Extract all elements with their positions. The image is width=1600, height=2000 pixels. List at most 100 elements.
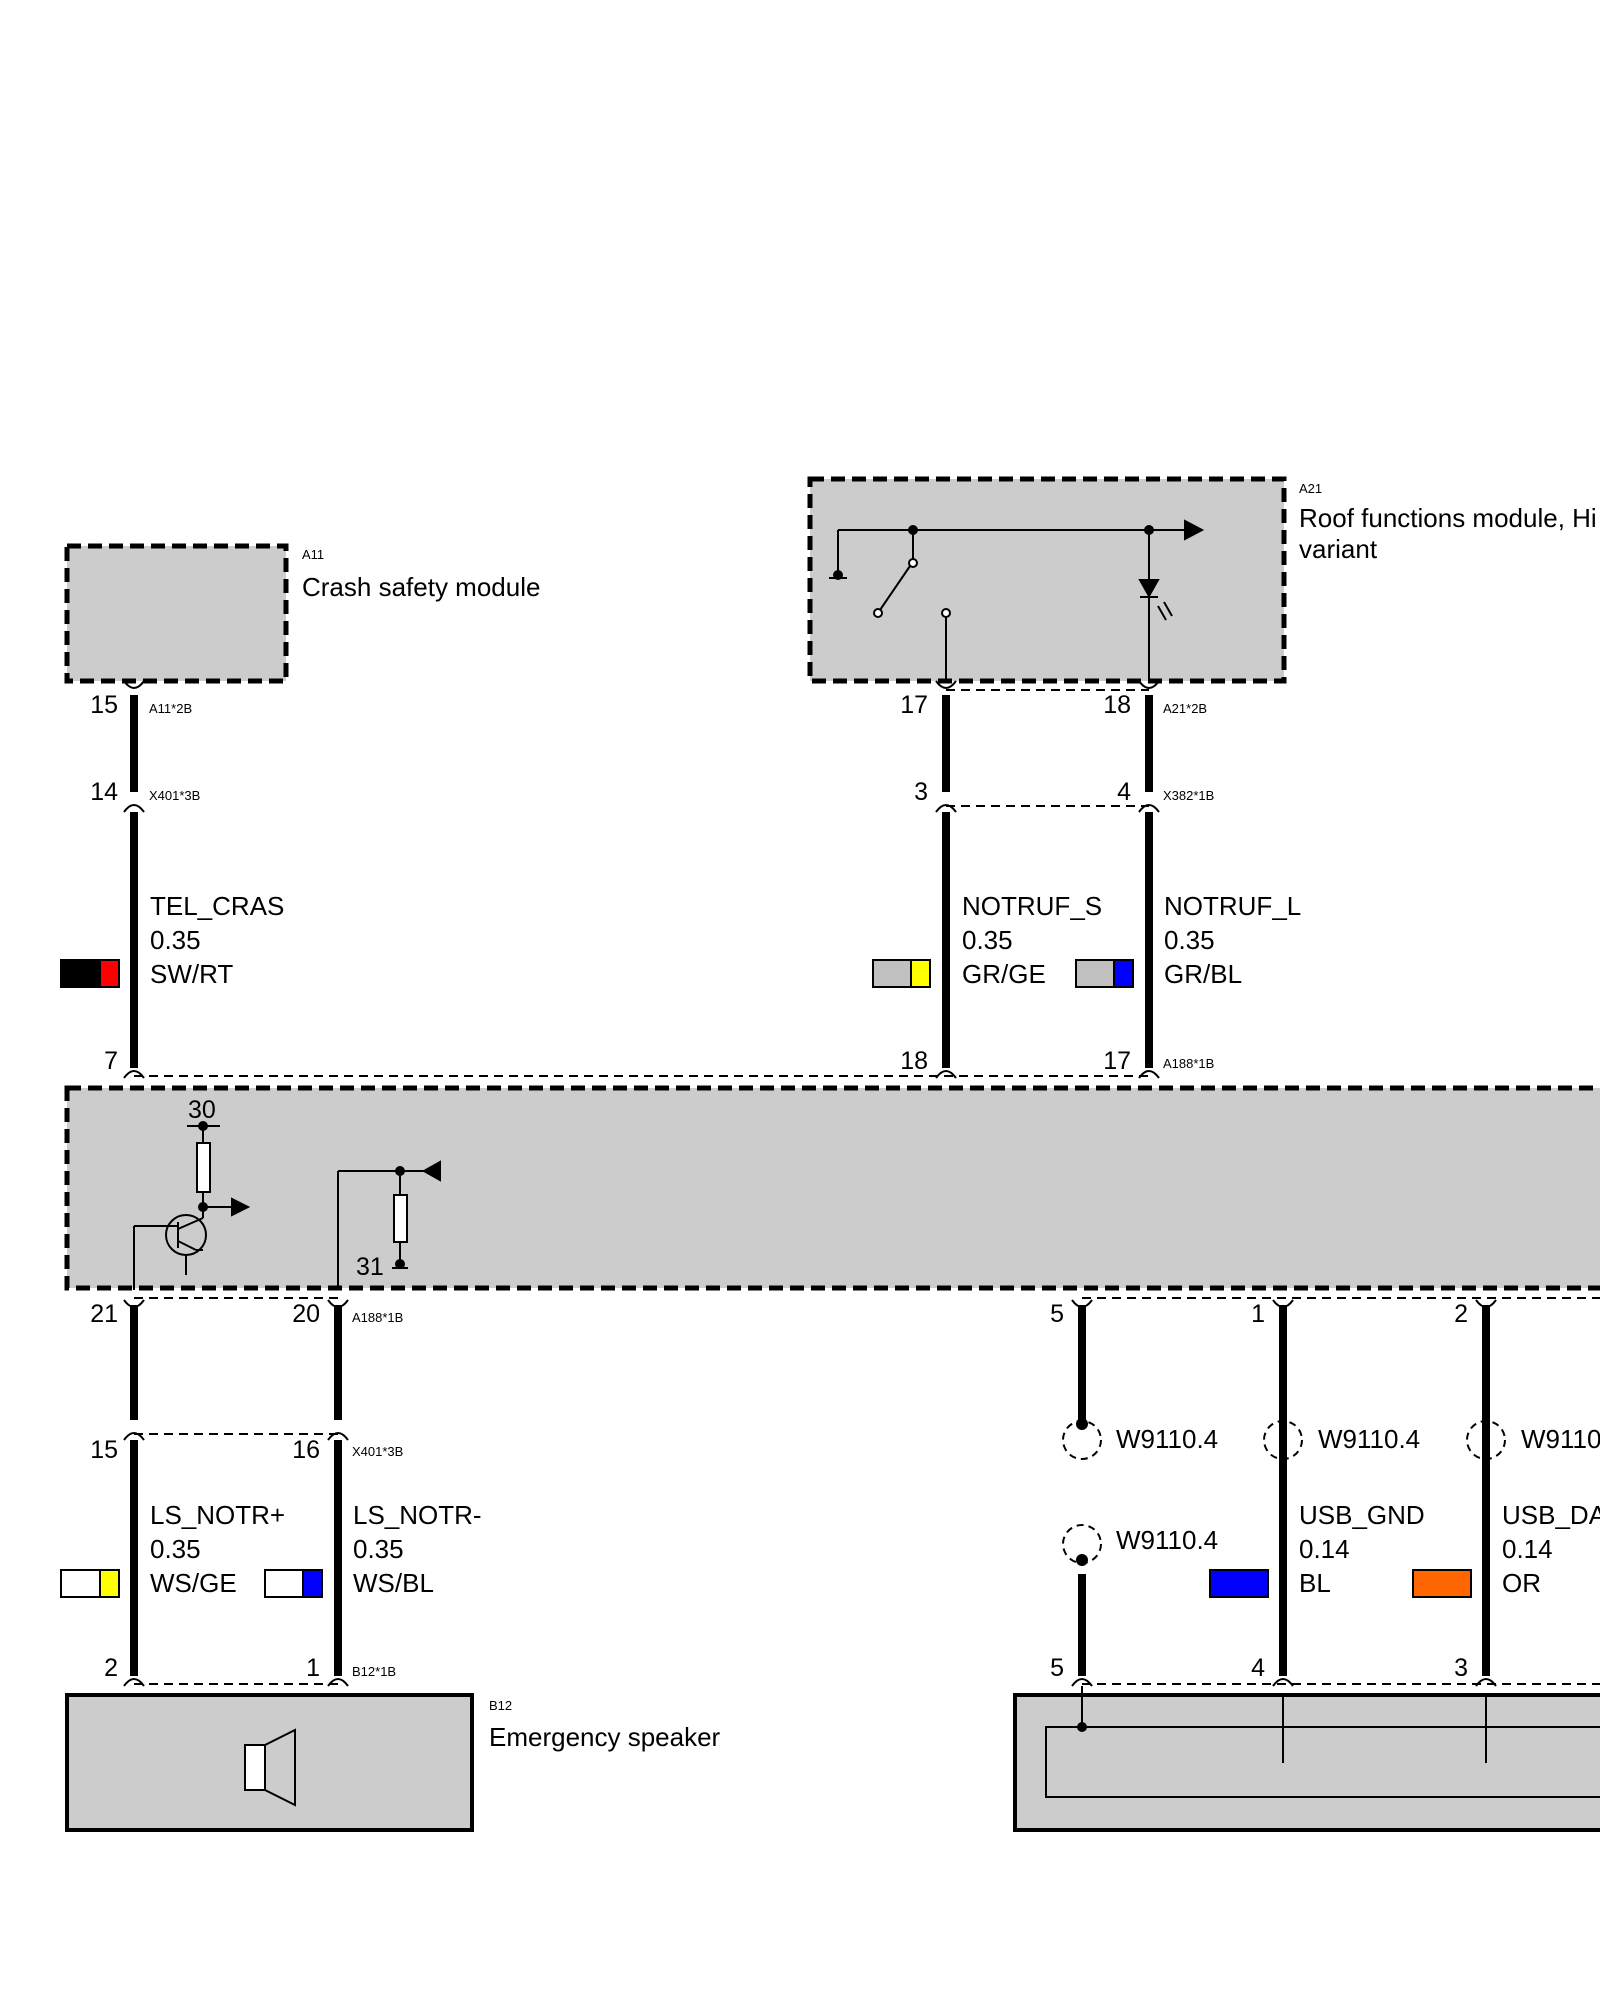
wire-gauge: 0.35 (1164, 925, 1215, 955)
swatch-left (1075, 959, 1115, 988)
pin-number: 14 (90, 778, 118, 806)
connector-id: A11*2B (149, 701, 192, 716)
pin-number: 17 (1103, 1047, 1131, 1075)
pin-number: 15 (90, 1436, 118, 1464)
color-swatch-usb-gnd (1209, 1569, 1269, 1598)
wire-label-ls-notr-minus: LS_NOTR- 0.35 WS/BL (353, 1500, 482, 1598)
splice-label-gnd: W9110.4 (1318, 1424, 1420, 1454)
swatch-right (1113, 959, 1134, 988)
wire-gauge: 0.35 (353, 1534, 404, 1564)
terminal-30-label: 30 (188, 1096, 216, 1124)
swatch-right (99, 959, 120, 988)
pin-number: 2 (1454, 1300, 1468, 1328)
pin-number: 20 (292, 1300, 320, 1328)
color-swatch-notruf-s (872, 959, 931, 988)
wire-color-code: SW/RT (150, 959, 233, 989)
wire-label-ls-notr-plus: LS_NOTR+ 0.35 WS/GE (150, 1500, 285, 1598)
pin-numbers: 15 14 7 17 3 18 18 4 17 21 15 2 20 16 1 … (90, 691, 1468, 1682)
swatch-left (264, 1569, 304, 1598)
wire-color-code: GR/BL (1164, 959, 1242, 989)
wire-gauge: 0.14 (1502, 1534, 1553, 1564)
emergency-speaker-box[interactable] (65, 1693, 474, 1832)
speaker-name: Emergency speaker (489, 1722, 721, 1752)
pin-number: 4 (1251, 1654, 1265, 1682)
color-swatch-tel-cras (60, 959, 120, 988)
pin-number: 16 (292, 1436, 320, 1464)
swatch-left (872, 959, 912, 988)
connector-id: A188*1B (352, 1310, 403, 1325)
splice-label-da: W9110 (1521, 1424, 1600, 1454)
roof-led-symbol (1138, 525, 1173, 681)
wire-signal: TEL_CRAS (150, 891, 284, 921)
pin-number: 1 (306, 1654, 320, 1682)
pin-number: 5 (1050, 1300, 1064, 1328)
central-resistor-symbol: 31 (337, 1160, 441, 1290)
pin-number: 7 (104, 1047, 118, 1075)
roof-functions-module-box[interactable] (807, 476, 1287, 684)
swatch-left (60, 1569, 101, 1598)
pin-number: 2 (104, 1654, 118, 1682)
crash-module-name: Crash safety module (302, 572, 540, 602)
wire-gauge: 0.14 (1299, 1534, 1350, 1564)
wire-signal: NOTRUF_L (1164, 891, 1301, 921)
wire-color-code: WS/BL (353, 1568, 434, 1598)
splice-label-shield-top: W9110.4 (1116, 1424, 1218, 1454)
wire-gauge: 0.35 (150, 925, 201, 955)
roof-switch-symbol (829, 519, 1205, 681)
crash-module-code: A11 (302, 547, 324, 562)
connector-id: X382*1B (1163, 788, 1214, 803)
swatch-right (99, 1569, 120, 1598)
connector-id: X401*3B (352, 1444, 403, 1459)
wire-label-usb-da: USB_DA 0.14 OR (1502, 1500, 1600, 1598)
pin-number: 15 (90, 691, 118, 719)
wire-signal: LS_NOTR+ (150, 1500, 285, 1530)
color-swatch-usb-da (1412, 1569, 1472, 1598)
wire-color-code: BL (1299, 1568, 1331, 1598)
wire-color-code: GR/GE (962, 959, 1046, 989)
connector-id: X401*3B (149, 788, 200, 803)
connector-ids: A11*2B X401*3B A21*2B X382*1B A188*1B A1… (149, 701, 1214, 1679)
wire-signal: USB_DA (1502, 1500, 1600, 1530)
central-module-box[interactable] (64, 1085, 1600, 1291)
usb-module-internal (1045, 1686, 1600, 1798)
pin-number: 21 (90, 1300, 118, 1328)
roof-module-name-line1: Roof functions module, Hi (1299, 503, 1597, 533)
color-swatch-ls-notr-minus (264, 1569, 323, 1598)
connector-id: A21*2B (1163, 701, 1207, 716)
pin-number: 3 (1454, 1654, 1468, 1682)
connector-housings (134, 689, 1600, 1685)
swatch-left (60, 959, 101, 988)
pin-number: 1 (1251, 1300, 1265, 1328)
roof-module-code: A21 (1299, 481, 1322, 496)
wire-label-notruf-l: NOTRUF_L 0.35 GR/BL (1164, 891, 1301, 989)
wire-label-tel-cras: TEL_CRAS 0.35 SW/RT (150, 891, 284, 989)
color-swatch-ls-notr-plus (60, 1569, 120, 1598)
swatch-right (910, 959, 931, 988)
roof-module-name-line2: variant (1299, 534, 1378, 564)
swatch-right (302, 1569, 323, 1598)
connector-id: B12*1B (352, 1664, 396, 1679)
crash-safety-module-box[interactable] (64, 543, 289, 684)
speaker-icon (244, 1728, 296, 1807)
shield-splices (1062, 1418, 1506, 1566)
central-transistor-symbol: 30 (133, 1096, 251, 1290)
pin-number: 18 (1103, 691, 1131, 719)
wire-gauge: 0.35 (150, 1534, 201, 1564)
wire-label-notruf-s: NOTRUF_S 0.35 GR/GE (962, 891, 1102, 989)
wire-signal: LS_NOTR- (353, 1500, 482, 1530)
pin-number: 4 (1117, 778, 1131, 806)
pin-number: 3 (914, 778, 928, 806)
terminal-31-label: 31 (356, 1253, 384, 1281)
wire-segments (130, 695, 1490, 1676)
speaker-code: B12 (489, 1698, 512, 1713)
wire-color-code: WS/GE (150, 1568, 237, 1598)
wire-signal: USB_GND (1299, 1500, 1425, 1530)
color-swatch-notruf-l (1075, 959, 1134, 988)
pin-number: 17 (900, 691, 928, 719)
wire-label-usb-gnd: USB_GND 0.14 BL (1299, 1500, 1425, 1598)
wire-gauge: 0.35 (962, 925, 1013, 955)
usb-module-box[interactable] (1013, 1693, 1600, 1832)
splice-label-shield-bottom: W9110.4 (1116, 1525, 1218, 1555)
wire-color-code: OR (1502, 1568, 1541, 1598)
